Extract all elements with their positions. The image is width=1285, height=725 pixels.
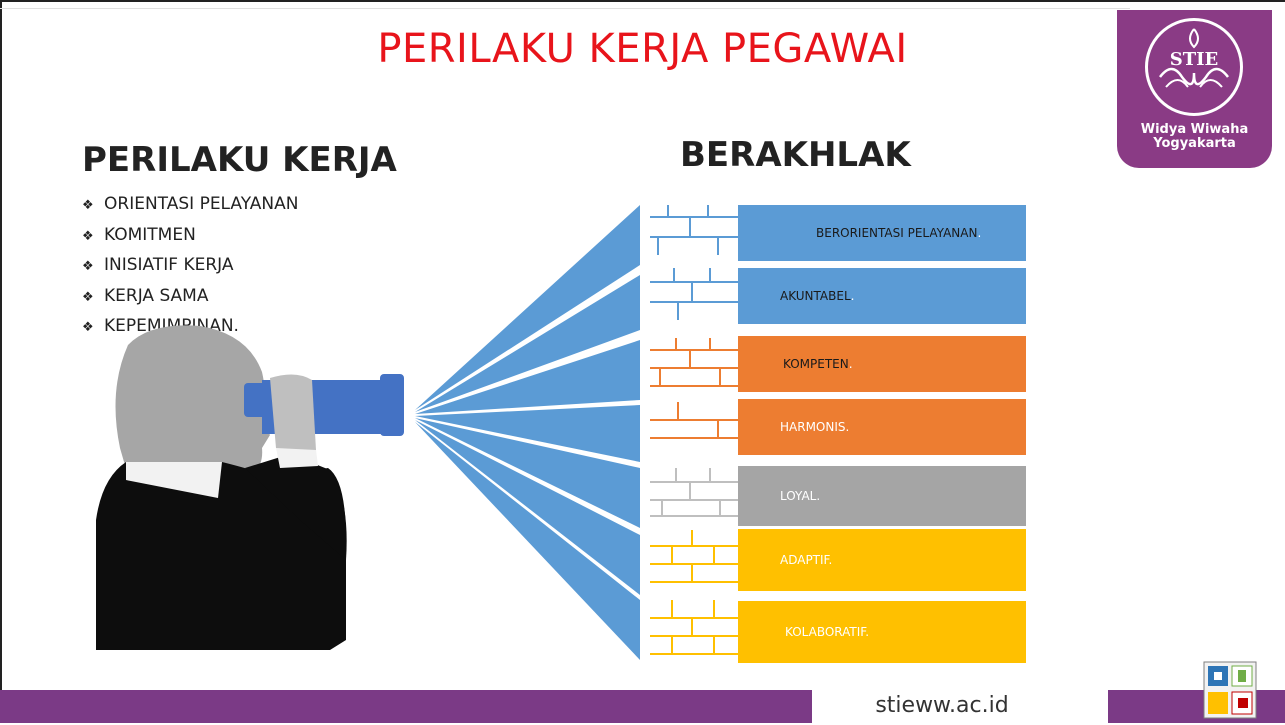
footer-url-box xyxy=(812,690,1108,723)
value-bar-1: BERORIENTASI PELAYANAN. xyxy=(738,205,1026,261)
list-item: ❖KOMITMEN xyxy=(82,221,299,252)
slide-border-top xyxy=(0,0,1285,2)
value-bar-4: HARMONIS. xyxy=(738,399,1026,455)
logo-mark: STIE xyxy=(1169,49,1219,70)
institution-logo: STIE Widya Wiwaha Yogyakarta xyxy=(1117,10,1272,168)
top-divider xyxy=(0,8,1130,9)
value-bar-6: ADAPTIF. xyxy=(738,529,1026,591)
value-bar-3: KOMPETEN. xyxy=(738,336,1026,392)
list-item: ❖ORIENTASI PELAYANAN xyxy=(82,190,299,221)
qr-code-icon xyxy=(1202,660,1258,720)
logo-emblem-icon: STIE xyxy=(1145,18,1243,116)
list-item: ❖INISIATIF KERJA xyxy=(82,251,299,282)
left-heading: PERILAKU KERJA xyxy=(82,140,397,180)
logo-caption: Widya Wiwaha Yogyakarta xyxy=(1117,123,1272,151)
value-bar-7: KOLABORATIF. xyxy=(738,601,1026,663)
value-bar-2: AKUNTABEL. xyxy=(738,268,1026,324)
footer-url[interactable]: stieww.ac.id xyxy=(875,693,1009,718)
diamond-bullet-icon: ❖ xyxy=(82,228,94,244)
diamond-bullet-icon: ❖ xyxy=(82,320,94,335)
right-heading: BERAKHLAK xyxy=(680,135,911,175)
logo-line-1: Widya Wiwaha xyxy=(1140,122,1249,137)
logo-line-2: Yogyakarta xyxy=(1153,136,1236,151)
brick-wall-icon xyxy=(650,205,738,655)
diamond-bullet-icon: ❖ xyxy=(82,198,94,213)
list-item: ❖KERJA SAMA xyxy=(82,282,299,313)
slide-border-left xyxy=(0,0,2,723)
slide-title: PERILAKU KERJA PEGAWAI xyxy=(377,26,908,72)
value-bar-5: LOYAL. xyxy=(738,466,1026,526)
diamond-bullet-icon: ❖ xyxy=(82,259,94,274)
diamond-bullet-icon: ❖ xyxy=(82,289,94,305)
